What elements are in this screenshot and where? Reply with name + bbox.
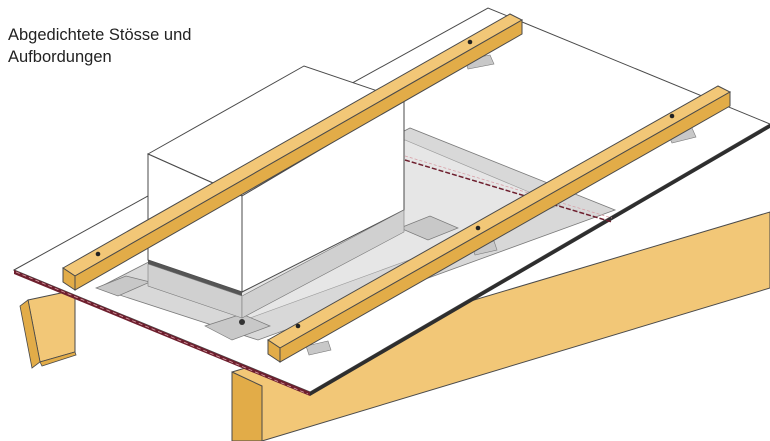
seal-patch-7 [305, 340, 332, 356]
seal-patches [95, 54, 697, 356]
batten-lower-bolt-1 [295, 323, 301, 329]
batten-upper-bolt-1 [95, 251, 101, 257]
batten-upper [62, 13, 524, 291]
batten-lower-bolt-2 [475, 225, 481, 231]
batten-lower-bolt-3 [669, 113, 675, 119]
fastener-dot [239, 319, 245, 325]
seal-patch-2 [204, 313, 271, 341]
caption-line-1: Abgedichtete Stösse und [8, 26, 192, 44]
figure-caption: Abgedichtete Stösse und Aufbordungen [8, 24, 191, 68]
support-beam-left [19, 289, 77, 369]
support-beam-right [231, 211, 770, 441]
batten-lower [267, 85, 732, 363]
batten-upper-bolt-2 [467, 39, 473, 45]
caption-line-2: Aufbordungen [8, 48, 112, 66]
seal-patch-3 [399, 215, 459, 241]
